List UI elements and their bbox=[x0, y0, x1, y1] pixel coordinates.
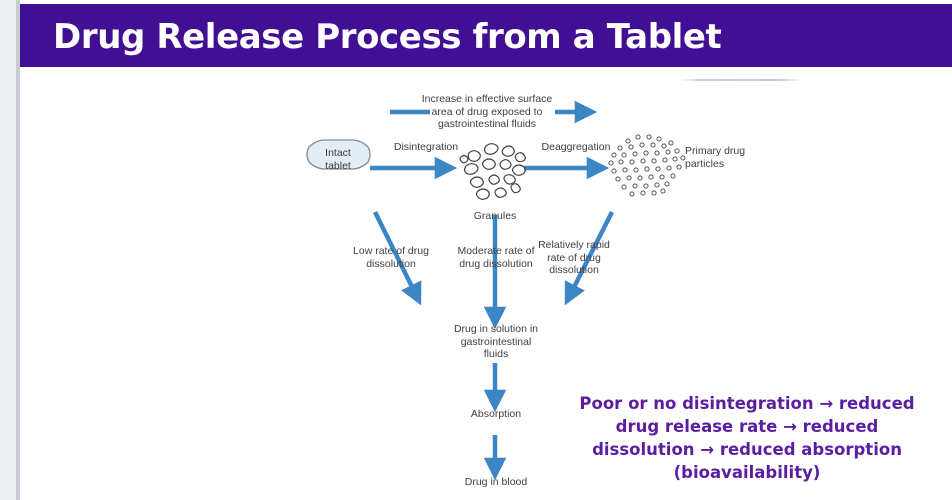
node-label-absorption: Absorption bbox=[470, 408, 522, 420]
callout-text: Poor or no disintegration → reduced drug… bbox=[579, 394, 915, 482]
edge-label-rapid-rate: Relatively rapid rate of drug dissolutio… bbox=[538, 239, 610, 276]
edge-label-deaggregation: Deaggregation bbox=[541, 141, 611, 153]
edge-label-surface-area: Increase in effective surface area of dr… bbox=[421, 93, 553, 130]
node-label-granules: Granules bbox=[473, 210, 517, 222]
edge-label-disintegration: Disintegration bbox=[393, 141, 459, 153]
intact-tablet-shape bbox=[306, 139, 371, 170]
node-label-solution: Drug in solution in gastrointestinal flu… bbox=[453, 323, 539, 360]
low-dissolution-arrow bbox=[372, 211, 422, 306]
edge-label-moderate-rate: Moderate rate of drug dissolution bbox=[457, 245, 535, 270]
node-label-intact-tablet: Intact tablet bbox=[325, 147, 351, 172]
faint-horizontal-rule bbox=[678, 79, 802, 81]
rapid-dissolution-arrow bbox=[564, 210, 615, 306]
page-title: Drug Release Process from a Tablet bbox=[53, 17, 722, 57]
left-gutter bbox=[0, 0, 16, 500]
edge-label-low-rate: Low rate of drug dissolution bbox=[353, 245, 429, 270]
process-diagram: Intact tablet Disintegration Deaggregati… bbox=[20, 67, 952, 500]
node-label-drug-in-blood: Drug in blood bbox=[464, 476, 528, 488]
left-gutter-divider bbox=[16, 0, 20, 500]
diagram-svg bbox=[306, 100, 686, 481]
title-bar: Drug Release Process from a Tablet bbox=[20, 4, 952, 67]
primary-particles-cluster bbox=[608, 134, 686, 197]
granules-cluster bbox=[459, 143, 526, 200]
node-label-primary-particles: Primary drug particles bbox=[685, 145, 746, 170]
